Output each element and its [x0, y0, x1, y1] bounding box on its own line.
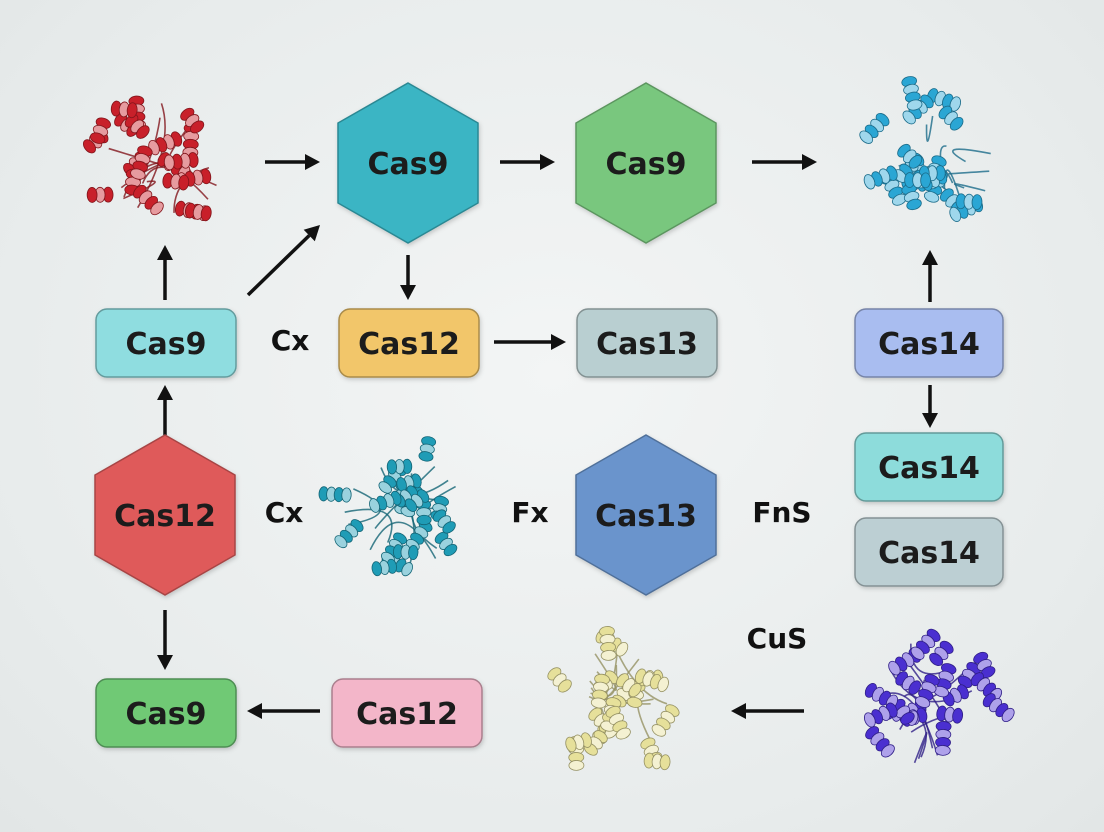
box-cas14-gray-node: Cas14 [854, 517, 1004, 587]
arrow-hex_cas9_green-to-protein_blue [752, 154, 817, 170]
hex-cas9-green-node: Cas9 [575, 82, 717, 244]
arrow-box_cas14_periwinkle-to-protein_blue [922, 250, 938, 302]
protein-blue-structure [859, 76, 991, 222]
hex-cas12-red-node: Cas12 [94, 434, 236, 596]
node-label: Cas13 [596, 327, 698, 362]
arrow-box_cas14_periwinkle-to-box_cas14_teal [922, 385, 938, 428]
arrow-hex_cas9_teal-to-box_cas12_orange [400, 255, 416, 300]
label-fx: Fx [511, 496, 548, 529]
node-label: Cas13 [595, 499, 697, 534]
node-label: Cas9 [368, 147, 449, 182]
node-label: Cas9 [126, 327, 207, 362]
node-label: Cas12 [356, 697, 458, 732]
arrow-hex_cas12_red-to-box_cas9_green [157, 610, 173, 670]
protein-yellow-structure [547, 626, 680, 771]
arrow-box_cas12_pink-to-box_cas9_green [247, 703, 320, 719]
node-label: Cas14 [878, 536, 980, 571]
node-label: Cas12 [114, 499, 216, 534]
arrow-box_cas12_orange-to-box_cas13_gray [494, 334, 566, 350]
arrow-box_cas9_cyan-to-hex_cas9_teal [246, 225, 320, 297]
box-cas14-periwinkle-node: Cas14 [854, 308, 1004, 378]
arrow-box_cas9_cyan-to-protein_red [157, 245, 173, 300]
label-cx-1: Cx [271, 324, 310, 357]
arrow-protein_red-to-hex_cas9_teal [265, 154, 320, 170]
arrow-protein_purple-to-protein_yellow [731, 703, 804, 719]
arrow-hex_cas9_teal-to-hex_cas9_green [500, 154, 555, 170]
box-cas12-orange-node: Cas12 [338, 308, 480, 378]
box-cas13-gray-node: Cas13 [576, 308, 718, 378]
node-label: Cas14 [878, 327, 980, 362]
node-label: Cas14 [878, 451, 980, 486]
node-label: Cas12 [358, 327, 460, 362]
label-cx-2: Cx [265, 496, 304, 529]
label-fns: FnS [752, 496, 811, 529]
protein-purple-structure [863, 628, 1015, 764]
hex-cas9-teal-node: Cas9 [337, 82, 479, 244]
label-cus: CuS [747, 622, 808, 655]
protein-teal-structure [318, 436, 458, 577]
box-cas9-green-node: Cas9 [95, 678, 237, 748]
arrow-hex_cas12_red-to-box_cas9_cyan [157, 385, 173, 435]
hex-cas13-blue-node: Cas13 [575, 434, 717, 596]
box-cas14-teal-node: Cas14 [854, 432, 1004, 502]
protein-red-structure [82, 95, 217, 222]
box-cas9-cyan-node: Cas9 [95, 308, 237, 378]
node-label: Cas9 [126, 697, 207, 732]
node-label: Cas9 [606, 147, 687, 182]
box-cas12-pink-node: Cas12 [331, 678, 483, 748]
